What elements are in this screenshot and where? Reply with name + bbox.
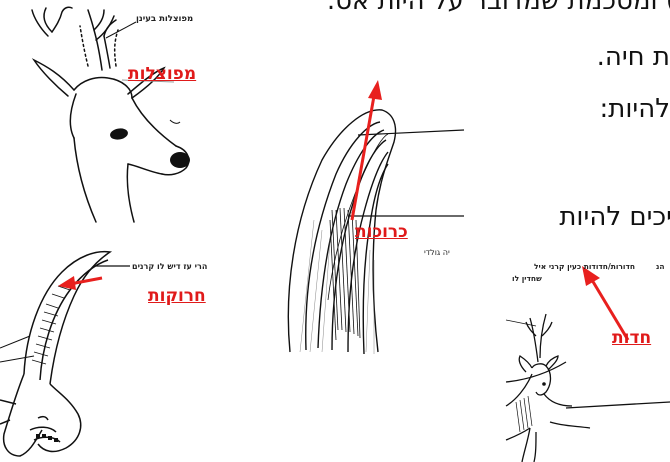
- text-line-1: ) ומסכמת שמדובר על היות אס.: [327, 0, 670, 16]
- label-sharp: חדות: [612, 328, 651, 348]
- label-ridged: חרוקות: [148, 286, 206, 306]
- arrow-coiled: [340, 80, 400, 230]
- deer-sharp-caption: חדורות/חדודות כעין קרני איל: [534, 262, 635, 271]
- label-branched: מפוצלות: [128, 64, 196, 84]
- deer-sharp-caption-right: הנ: [656, 262, 665, 271]
- text-line-3: להיות:: [599, 94, 670, 124]
- arrow-ridged: [56, 268, 106, 292]
- label-coiled: כרוכות: [355, 222, 408, 242]
- text-line-4: יכים להיות: [559, 202, 670, 232]
- text-line-2: ת חיה.: [597, 42, 670, 72]
- horn-caption: יה גולדי: [424, 248, 450, 257]
- deer-branched-illustration: [0, 0, 250, 230]
- deer-sharp-caption-2: שחדין לו: [512, 274, 542, 283]
- goat-caption: הרי עז דיש לו קרנים: [132, 262, 207, 271]
- deer-branched-caption: מפוצלות בעינן: [136, 14, 193, 24]
